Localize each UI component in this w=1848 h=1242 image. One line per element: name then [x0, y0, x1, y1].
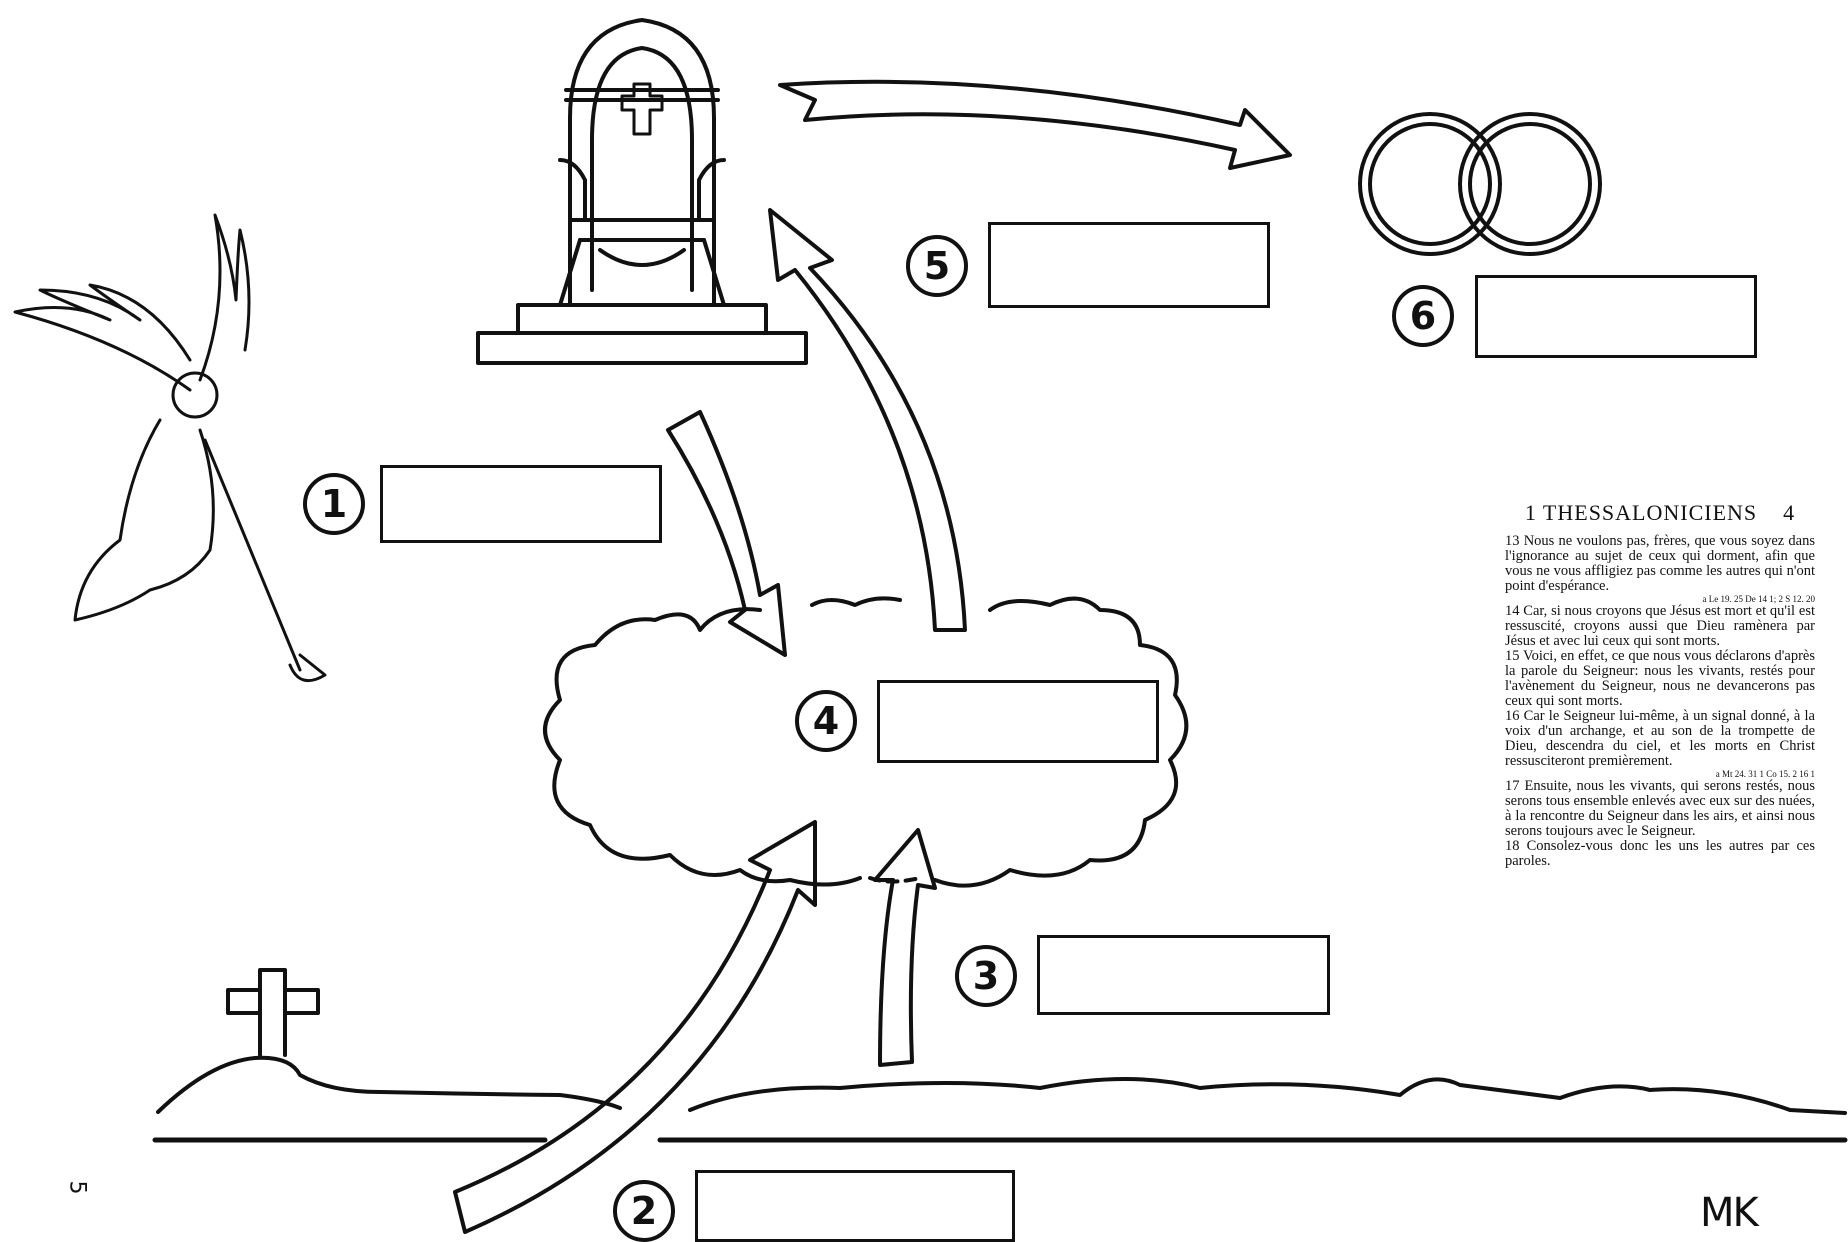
throne-icon: [478, 20, 806, 363]
answer-box-2[interactable]: [695, 1170, 1015, 1242]
arrow-from-earth: [875, 830, 935, 1065]
answer-box-5[interactable]: [988, 222, 1270, 308]
author-signature: MK: [1700, 1190, 1757, 1236]
scripture-chapter: 4: [1783, 500, 1795, 525]
verse-15: 15 Voici, en effet, ce que nous vous déc…: [1505, 649, 1815, 709]
arrow-throne-to-cloud: [668, 412, 785, 655]
arrow-throne-to-rings: [780, 82, 1290, 168]
step-number-5: 5: [906, 235, 968, 297]
answer-box-1[interactable]: [380, 465, 662, 543]
scripture-book: 1 THESSALONICIENS: [1525, 500, 1757, 525]
verse-14: 14 Car, si nous croyons que Jésus est mo…: [1505, 604, 1815, 649]
wedding-rings-icon: [1360, 114, 1600, 254]
scripture-heading: 1 THESSALONICIENS 4: [1505, 500, 1815, 526]
step-number-6: 6: [1392, 285, 1454, 347]
answer-box-6[interactable]: [1475, 275, 1757, 358]
step-number-1: 1: [303, 473, 365, 535]
verse-18: 18 Consolez-vous donc les uns les autres…: [1505, 839, 1815, 869]
trumpet-angel-icon: [15, 215, 325, 681]
answer-box-3[interactable]: [1037, 935, 1330, 1015]
verse-13: 13 Nous ne voulons pas, frères, que vous…: [1505, 534, 1815, 594]
step-number-3: 3: [955, 945, 1017, 1007]
verse-17: 17 Ensuite, nous les vivants, qui serons…: [1505, 779, 1815, 839]
answer-box-4[interactable]: [877, 680, 1159, 763]
verse-16: 16 Car le Seigneur lui-même, à un signal…: [1505, 709, 1815, 769]
step-number-2: 2: [613, 1180, 675, 1242]
step-number-4: 4: [795, 690, 857, 752]
scripture-passage: 1 THESSALONICIENS 4 13 Nous ne voulons pa…: [1505, 500, 1815, 869]
page-number: 5: [65, 1181, 90, 1195]
